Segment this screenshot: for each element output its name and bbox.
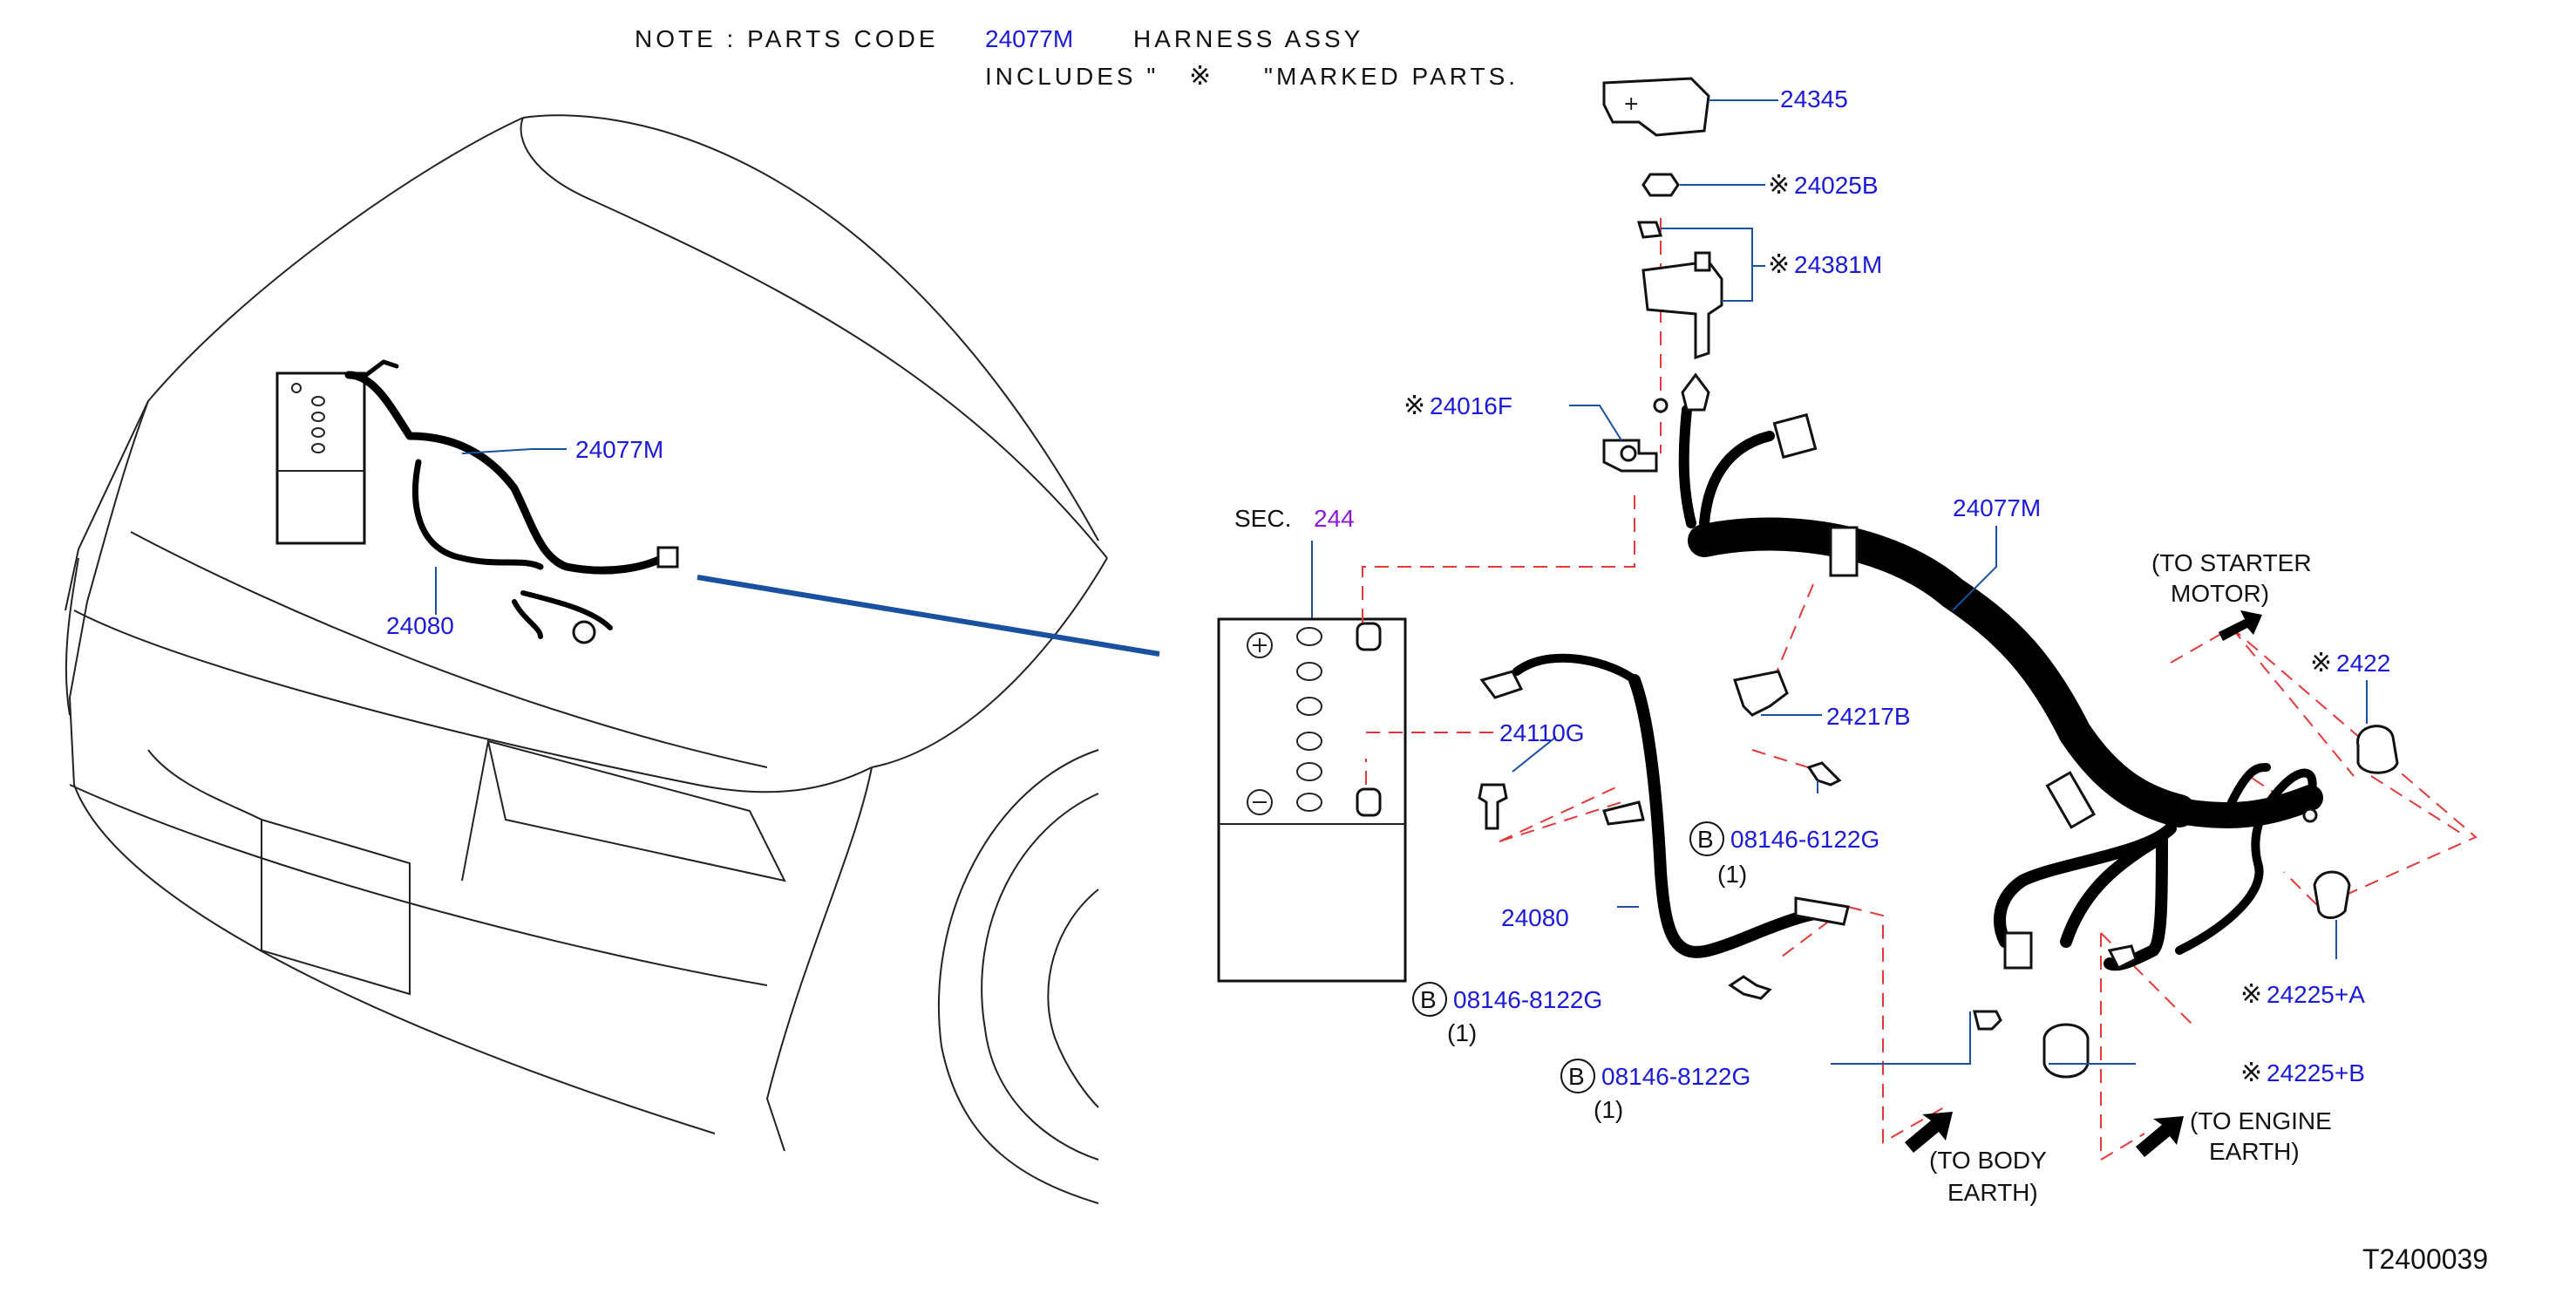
dest-body-line2: EARTH) [1947, 1179, 2038, 1206]
assembly-lines [1362, 218, 2477, 1161]
small-parts [1478, 670, 2399, 1079]
note-line1-prefix: NOTE : PARTS CODE [635, 25, 939, 52]
dest-engine-line2: EARTH) [2209, 1138, 2300, 1165]
clamp-24381M [1636, 221, 1723, 360]
leader-24077M-overview [461, 448, 567, 454]
bolt-2-qty: (1) [1447, 1019, 1477, 1046]
label-24110G: 24110G [1499, 719, 1585, 746]
bolt-1-qty: (1) [1717, 861, 1747, 888]
section-number: 244 [1314, 505, 1355, 532]
bolt-callout-1: B 08146-6122G (1) [1689, 821, 1879, 888]
dest-starter-line2: MOTOR) [2171, 580, 2269, 607]
note-line1-code: 24077M [985, 25, 1073, 52]
note-line1-suffix: HARNESS ASSY [1133, 25, 1363, 52]
note-line2-prefix: INCLUDES " [985, 63, 1159, 90]
label-24225B: 24225+B [2267, 1059, 2365, 1086]
bolt-2-circle-letter: B [1420, 986, 1437, 1013]
label-24016F: 24016F [1430, 392, 1512, 419]
destination-engine-earth: (TO ENGINE EARTH) [2136, 1107, 2332, 1165]
nut-24025B [1641, 173, 1680, 197]
label-24225A: 24225+A [2267, 981, 2365, 1008]
leader-lines [1512, 99, 2368, 1065]
diagram-id: T2400039 [2362, 1243, 2488, 1275]
marker-24025B: ※ [1768, 170, 1790, 201]
part-labels: 24345 ※ 24025B ※ 24381M ※ 24016F 24077M … [1404, 85, 2390, 1088]
bolt-callout-2: B 08146-8122G (1) [1412, 982, 1602, 1046]
label-24225-top: 2422 [2336, 650, 2390, 677]
label-24077M: 24077M [1953, 494, 2041, 521]
label-24345: 24345 [1780, 85, 1848, 112]
label-24077M-overview: 24077M [575, 436, 663, 463]
bolt-3-circle-letter: B [1568, 1063, 1585, 1090]
overview-harness [344, 359, 679, 644]
label-24025B: 24025B [1794, 172, 1879, 199]
marker-24225A: ※ [2240, 979, 2262, 1010]
terminal-24016F [1602, 398, 1669, 473]
detail-battery [1217, 617, 1407, 983]
bolt-2-code: 08146-8122G [1453, 986, 1602, 1013]
dest-body-line1: (TO BODY [1929, 1147, 2047, 1174]
bolt-3-qty: (1) [1594, 1096, 1623, 1123]
destination-starter: (TO STARTER MOTOR) [2151, 549, 2312, 641]
destination-body-earth: (TO BODY EARTH) [1905, 1112, 2047, 1206]
bolt-1-circle-letter: B [1697, 826, 1714, 853]
note-marker-symbol: ※ [1189, 61, 1211, 92]
label-24217B: 24217B [1826, 703, 1911, 730]
marker-24016F: ※ [1404, 391, 1425, 421]
overview-battery [275, 371, 366, 545]
detail-pointer-arrow [697, 575, 1160, 657]
label-24080-overview: 24080 [386, 612, 454, 639]
marker-24381M: ※ [1768, 249, 1790, 280]
terminal-24345: + [1602, 77, 1710, 137]
section-prefix: SEC. [1234, 505, 1291, 532]
bolt-3-code: 08146-8122G [1601, 1063, 1750, 1090]
marker-24225-top: ※ [2310, 648, 2332, 678]
bolt-1-code: 08146-6122G [1730, 826, 1879, 853]
arrow-engine-earth-icon [2136, 1116, 2184, 1157]
cable-24080 [1479, 653, 1850, 958]
label-24381M: 24381M [1794, 251, 1882, 278]
dest-engine-line1: (TO ENGINE [2190, 1107, 2332, 1134]
arrow-starter-icon [2219, 610, 2262, 641]
vehicle-outline [65, 114, 1108, 1204]
label-24080: 24080 [1501, 904, 1569, 931]
note-line2-suffix: "MARKED PARTS. [1264, 63, 1519, 90]
note-block: NOTE : PARTS CODE 24077M HARNESS ASSY IN… [635, 25, 1519, 92]
bolt-callout-3: B 08146-8122G (1) [1560, 1059, 1750, 1123]
svg-text:+: + [1623, 93, 1639, 115]
dest-starter-line1: (TO STARTER [2151, 549, 2312, 576]
arrow-body-earth-icon [1905, 1112, 1953, 1153]
marker-24225B: ※ [2240, 1058, 2262, 1088]
